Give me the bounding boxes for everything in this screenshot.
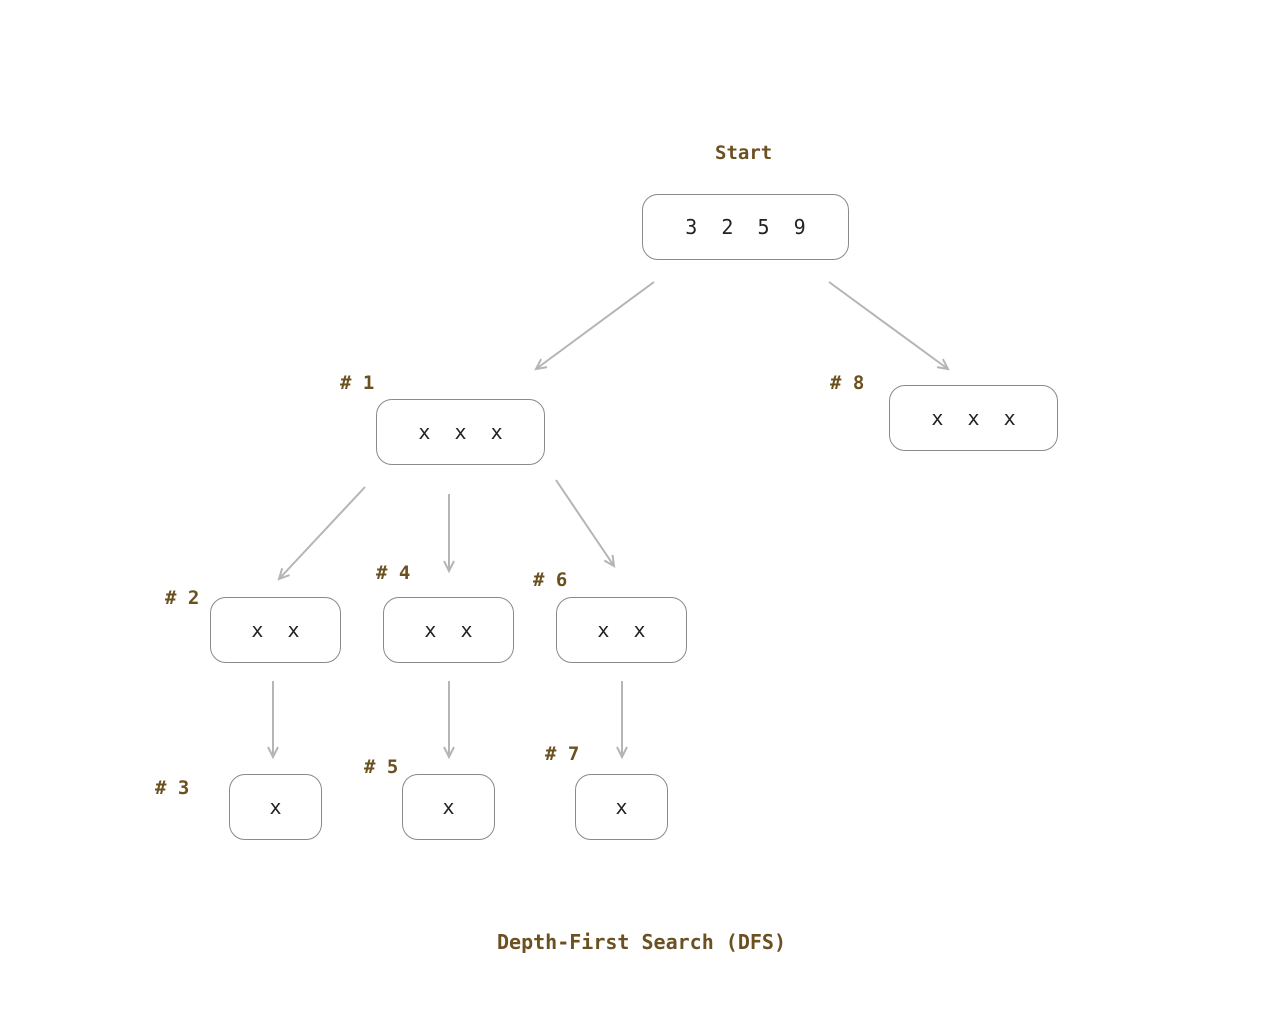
step-label-4: # 4 — [376, 562, 411, 584]
node-7: x — [575, 774, 668, 840]
step-label-2: # 2 — [165, 587, 200, 609]
node-6: x x — [556, 597, 687, 663]
start-label: Start — [715, 142, 773, 164]
root-node: 3 2 5 9 — [642, 194, 849, 260]
node-2: x x — [210, 597, 341, 663]
node-8: x x x — [889, 385, 1058, 451]
edge-n1-n6 — [555, 479, 616, 568]
edge-n1-n2 — [277, 486, 366, 581]
step-label-3: # 3 — [155, 777, 190, 799]
edge-root-n1 — [534, 281, 655, 371]
node-1: x x x — [376, 399, 545, 465]
step-label-6: # 6 — [533, 569, 568, 591]
step-label-1: # 1 — [340, 372, 375, 394]
step-label-8: # 8 — [830, 372, 865, 394]
step-label-5: # 5 — [364, 756, 399, 778]
node-4: x x — [383, 597, 514, 663]
node-3: x — [229, 774, 322, 840]
edge-root-n8 — [828, 281, 950, 371]
node-5: x — [402, 774, 495, 840]
step-label-7: # 7 — [545, 743, 580, 765]
diagram-caption: Depth-First Search (DFS) — [497, 930, 786, 954]
